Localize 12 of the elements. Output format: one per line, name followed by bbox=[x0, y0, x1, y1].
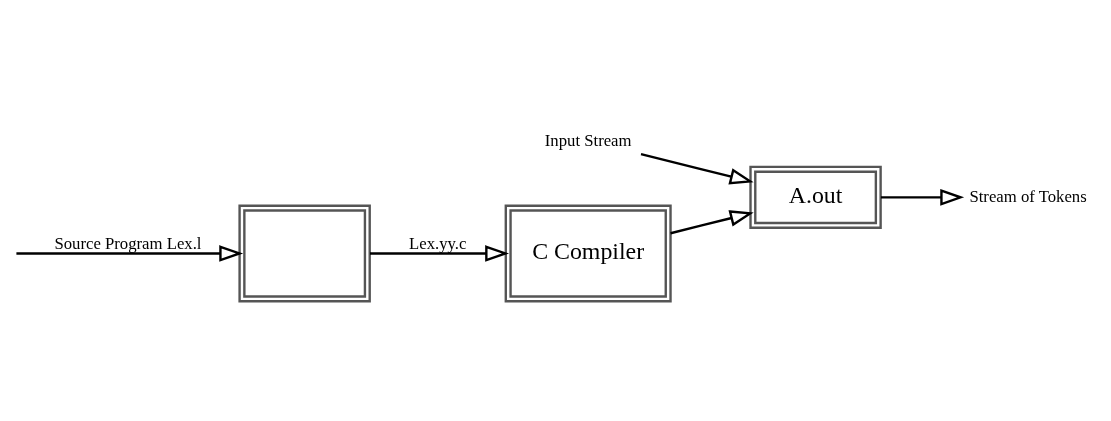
node-box bbox=[238, 204, 371, 303]
arrow bbox=[670, 210, 754, 235]
node-box: A.out bbox=[749, 165, 882, 229]
arrow bbox=[640, 152, 754, 185]
arrow bbox=[370, 245, 510, 262]
arrow bbox=[16, 245, 244, 262]
arrow bbox=[880, 189, 965, 206]
node-text: Input Stream bbox=[544, 130, 632, 150]
edge-label: Lex.yy.c bbox=[409, 233, 467, 253]
node-text: Stream of Tokens bbox=[969, 186, 1087, 206]
node-box: C Compiler bbox=[504, 204, 672, 303]
edge-label: Source Program Lex.l bbox=[54, 233, 202, 253]
